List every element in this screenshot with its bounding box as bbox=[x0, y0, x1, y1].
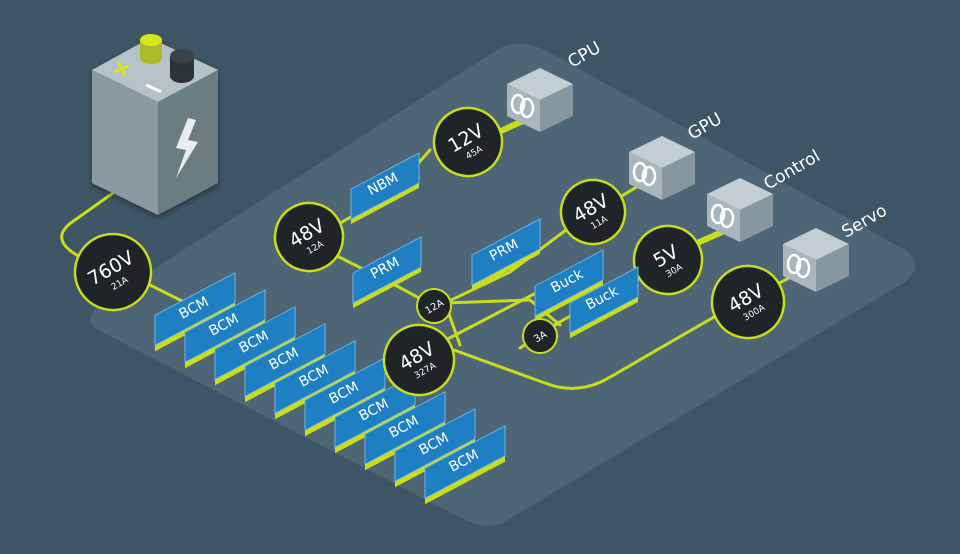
prm-mid-wire bbox=[443, 298, 562, 327]
servo-rail-node: 48V 300A bbox=[710, 264, 786, 340]
gpu-load bbox=[629, 136, 695, 200]
cpu-load bbox=[507, 68, 573, 132]
source-node: 760V 21A bbox=[73, 232, 153, 312]
tap-3a-node: 3A bbox=[522, 318, 558, 354]
bcm-module: BCM bbox=[424, 424, 506, 505]
tap-12a-node: 12A bbox=[416, 288, 452, 324]
servo-load bbox=[783, 228, 849, 292]
transformer-icon bbox=[786, 253, 811, 279]
control-load-label: Control bbox=[761, 146, 824, 194]
control-rail-node: 5V 30A bbox=[632, 224, 704, 296]
prm-left-module: PRM bbox=[352, 236, 422, 309]
bcm-module: BCM bbox=[364, 390, 446, 471]
transformer-icon bbox=[710, 203, 735, 229]
control-load bbox=[707, 178, 773, 242]
servo-return-wire bbox=[438, 300, 742, 390]
battery-front bbox=[92, 70, 158, 215]
cpu-load-label: CPU bbox=[565, 38, 605, 73]
transformer-icon bbox=[632, 161, 657, 187]
lightning-bolt-icon bbox=[176, 118, 198, 178]
plus-terminal-icon bbox=[140, 34, 162, 64]
bus-main-node: 48V 327A bbox=[382, 323, 456, 397]
prm-right-wire bbox=[443, 210, 592, 305]
bus-cpu-in-node: 48V 12A bbox=[273, 201, 345, 273]
minus-terminal-icon bbox=[170, 49, 194, 83]
bcm-module: BCM bbox=[214, 305, 296, 386]
buck-back-module: Buck bbox=[534, 249, 604, 322]
gpu-rail-node: 48V 11A bbox=[559, 178, 627, 246]
nbm-module: NBM bbox=[350, 152, 420, 225]
battery: + − bbox=[92, 34, 218, 215]
bcm-module: BCM bbox=[154, 271, 236, 352]
battery-wire bbox=[60, 186, 122, 272]
battery-top bbox=[92, 38, 218, 102]
transformer-icon bbox=[510, 93, 535, 119]
bcm-module: BCM bbox=[274, 339, 356, 420]
cpu-rail-node: 12V 45A bbox=[432, 106, 504, 178]
bcm-module: BCM bbox=[334, 373, 416, 454]
bcm-module: BCM bbox=[184, 288, 266, 369]
